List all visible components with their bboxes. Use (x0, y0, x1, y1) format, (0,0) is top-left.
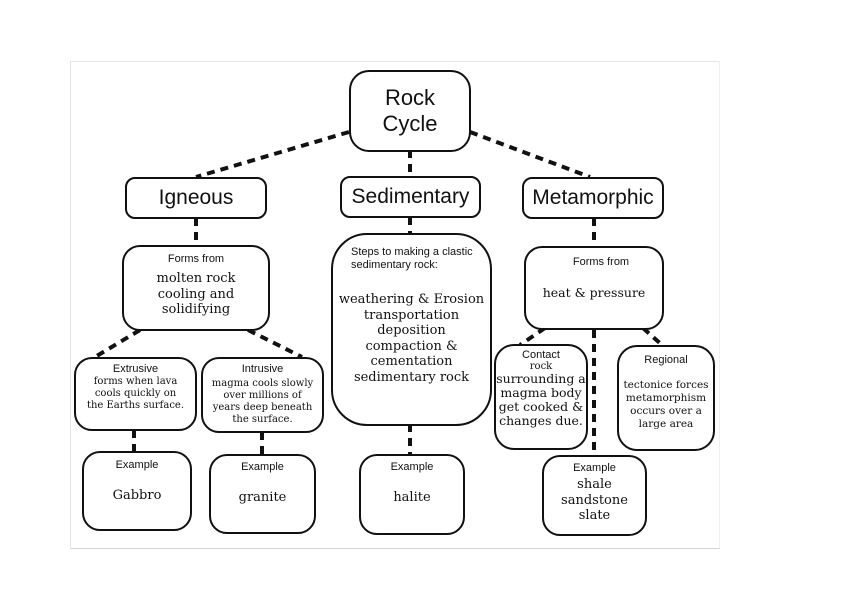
sedimentary-example-value: halite (393, 490, 431, 505)
extrusive-line: cools quickly on (94, 388, 177, 399)
contact-line: get cooked & (498, 399, 584, 414)
intrusive-example-heading: Example (241, 461, 284, 473)
igneous-extrusive: Extrusive forms when lava cools quickly … (74, 357, 197, 431)
contact-line: changes due. (499, 413, 583, 428)
sedimentary-step: transportation (363, 307, 460, 323)
category-sedimentary: Sedimentary (340, 176, 481, 218)
igneous-intrusive: Intrusive magma cools slowly over millio… (201, 357, 324, 433)
igneous-forms-from: Forms from molten rock cooling and solid… (122, 245, 270, 331)
intrusive-example: Example granite (209, 454, 316, 534)
extrusive-example: Example Gabbro (82, 451, 192, 531)
sedimentary-example: Example halite (359, 454, 465, 535)
root-node-rock-cycle: Rock Cycle (349, 70, 471, 152)
regional-line: large area (638, 418, 694, 430)
extrusive-line: the Earths surface. (86, 400, 185, 411)
regional-line: occurs over a (630, 405, 702, 417)
contact-heading: Contact (522, 349, 560, 361)
metamorphic-example-value: slate (578, 508, 611, 523)
metamorphic-example: Example shale sandstone slate (542, 455, 647, 536)
intrusive-example-value: granite (238, 490, 287, 505)
category-igneous: Igneous (125, 177, 267, 219)
root-title-line-1: Rock (384, 85, 436, 110)
metamorphic-forms-from: Forms from heat & pressure (524, 246, 664, 330)
root-title-line-2: Cycle (382, 111, 438, 136)
sedimentary-example-heading: Example (390, 461, 434, 473)
intrusive-line: magma cools slowly (211, 378, 314, 389)
sedimentary-step: weathering & Erosion (338, 292, 485, 307)
intrusive-line: the surface. (232, 414, 293, 425)
sedimentary-step: cementation (370, 354, 453, 369)
regional-heading: Regional (644, 354, 688, 366)
sedimentary-steps: Steps to making a clastic sedimentary ro… (331, 233, 492, 426)
metamorphic-example-value: sandstone (561, 492, 628, 508)
extrusive-example-heading: Example (115, 459, 159, 471)
regional-line: metamorphism (625, 392, 707, 404)
contact-line: surrounding a (496, 371, 586, 386)
category-metamorphic-label: Metamorphic (532, 186, 654, 209)
intrusive-heading: Intrusive (241, 363, 284, 375)
regional-line: tectonice forces (623, 379, 709, 391)
metamorphic-forms-from-text: heat & pressure (542, 285, 646, 300)
contact-line: rock (529, 361, 553, 372)
steps-heading-line: sedimentary rock: (351, 259, 438, 271)
extrusive-line: forms when lava (93, 376, 178, 387)
metamorphic-forms-from-heading: Forms from (572, 256, 630, 268)
metamorphic-regional: Regional tectonice forces metamorphism o… (617, 345, 715, 451)
extrusive-heading: Extrusive (112, 363, 159, 375)
extrusive-example-value: Gabbro (112, 488, 162, 503)
metamorphic-contact: Contact rock surrounding a magma body ge… (494, 344, 588, 450)
sedimentary-step: deposition (377, 323, 446, 338)
sedimentary-step: sedimentary rock (353, 369, 470, 385)
steps-heading-line: Steps to making a clastic (351, 246, 473, 258)
igneous-forms-from-heading: Forms from (167, 253, 225, 265)
metamorphic-example-heading: Example (573, 462, 616, 474)
category-sedimentary-label: Sedimentary (351, 185, 470, 208)
igneous-forms-from-line: solidifying (161, 302, 231, 317)
category-metamorphic: Metamorphic (522, 177, 664, 219)
igneous-forms-from-line: molten rock (156, 271, 236, 286)
contact-line: magma body (500, 385, 582, 400)
metamorphic-example-value: shale (577, 477, 612, 492)
intrusive-line: years deep beneath (212, 402, 313, 413)
igneous-forms-from-line: cooling and (157, 286, 235, 302)
sedimentary-step: compaction & (365, 338, 458, 354)
intrusive-line: over millions of (223, 390, 302, 401)
category-igneous-label: Igneous (158, 186, 234, 209)
